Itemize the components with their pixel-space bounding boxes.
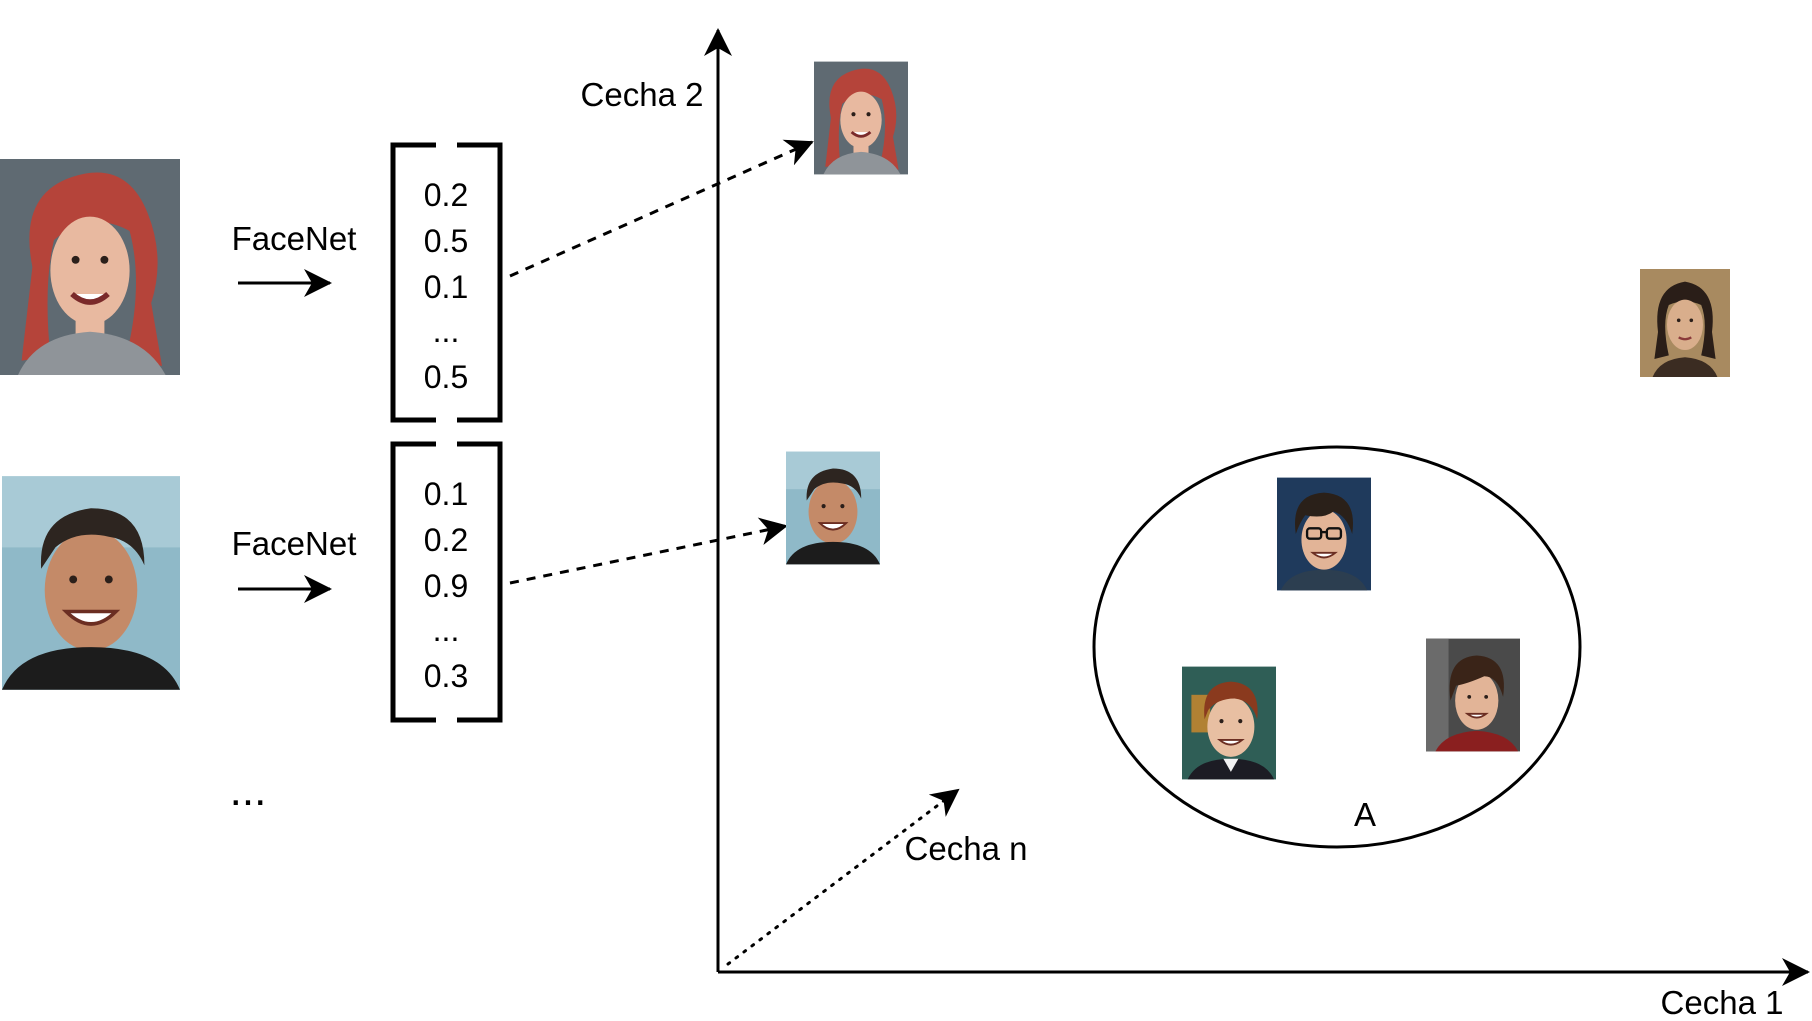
facenet-label-2: FaceNet [232,525,357,562]
projection-arrow-2 [509,517,788,585]
vector-ellipsis: ... [433,313,460,349]
vector-value: 0.2 [424,177,468,213]
vector-value: 0.2 [424,522,468,558]
embedded-face-2 [786,450,880,566]
projection-arrow-1 [509,139,814,278]
vector-value: 0.1 [424,476,468,512]
input-face-image-2 [2,474,180,692]
y-axis-label: Cecha 2 [581,76,704,113]
input-face-image-1 [0,159,180,375]
bracket-left [390,441,436,723]
embedding-vector-2: 0.1 0.2 0.9 ... 0.3 [390,441,503,723]
bracket-right [457,142,503,423]
embedded-face-1 [814,60,908,176]
bracket-right [457,441,503,723]
cluster-face-3 [1426,637,1520,753]
vector-value: 0.9 [424,568,468,604]
n-axis [726,788,960,966]
n-axis-label: Cecha n [905,830,1028,867]
embedding-vector-1: 0.2 0.5 0.1 ... 0.5 [390,142,503,423]
vector-ellipsis: ... [433,612,460,648]
vector-value: 0.1 [424,269,468,305]
x-axis-label: Cecha 1 [1661,984,1784,1021]
vector-value: 0.3 [424,658,468,694]
bracket-left [390,142,436,423]
embedded-face-3 [1640,268,1730,378]
cluster-label: A [1354,796,1376,833]
facenet-label-1: FaceNet [232,220,357,257]
more-rows-ellipsis: ... [230,766,267,815]
cluster-ellipse [1092,445,1582,849]
vector-value: 0.5 [424,223,468,259]
cluster-face-1 [1277,476,1371,592]
cluster-face-2 [1182,665,1276,781]
vector-value: 0.5 [424,359,468,395]
